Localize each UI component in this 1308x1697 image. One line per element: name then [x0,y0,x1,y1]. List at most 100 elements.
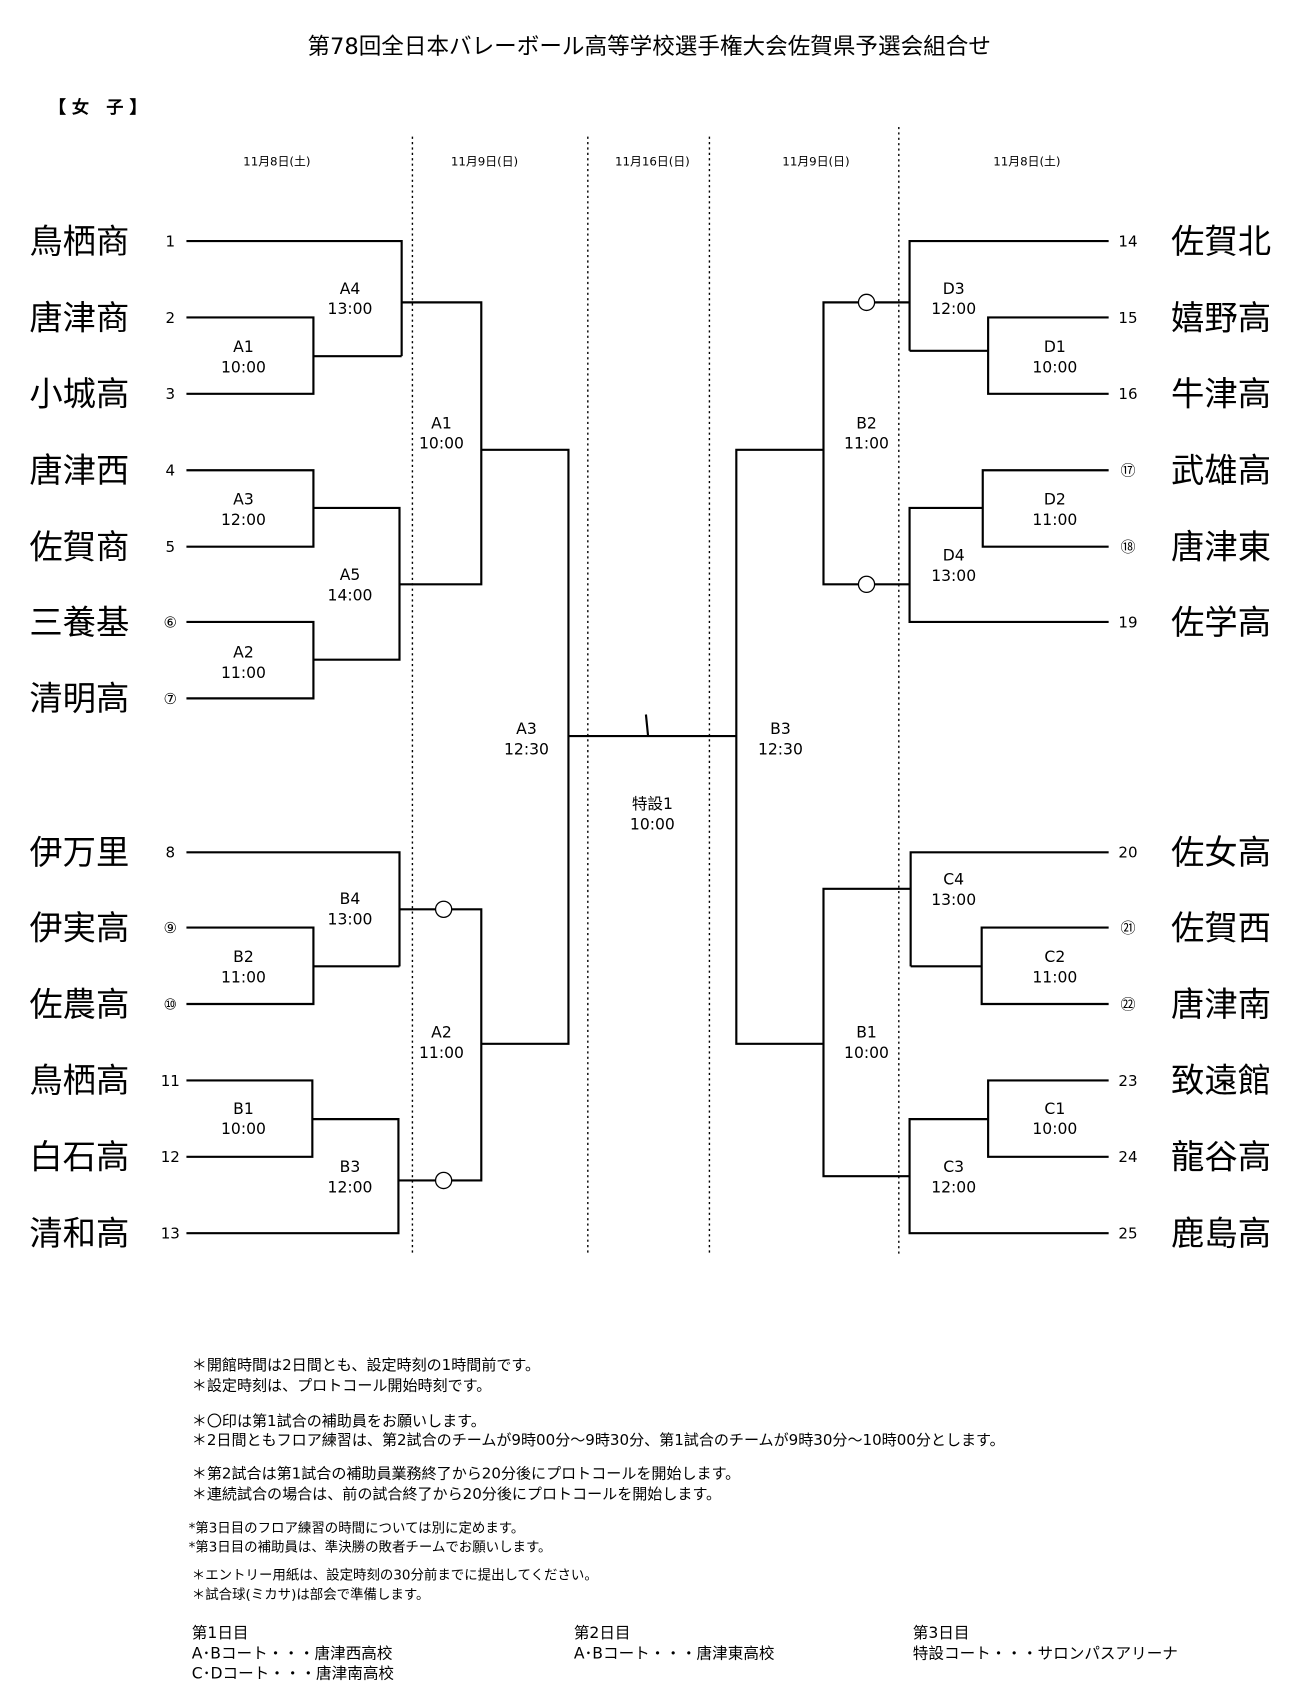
bracket-line [186,239,403,357]
venue-day: 第3日目 [913,1624,970,1642]
date-label: 11月9日(日) [782,155,849,169]
match-code: C2 [1044,948,1065,966]
seed-number: 2 [166,309,176,327]
bracket-line [822,887,911,1178]
bracket-line [313,506,401,661]
seed-number: 11 [161,1072,180,1090]
match-code: A3 [516,720,537,738]
bracket-line [186,620,315,700]
bracket-line [908,1118,1109,1235]
seed-number: 13 [161,1225,180,1243]
seed-number: 5 [166,538,176,556]
team-name: 牛津高 [1171,375,1271,414]
team-name: 清明高 [29,679,129,718]
match-time: 13:00 [328,910,373,928]
match-code: A1 [431,414,452,432]
team-name: 佐学高 [1171,603,1271,642]
match-code: C4 [943,871,964,889]
match-time: 12:00 [931,1178,976,1196]
match-code: C1 [1044,1100,1065,1118]
match-code: A5 [340,566,361,584]
match-time: 13:00 [931,567,976,585]
match-code: A2 [431,1023,452,1041]
match-time: 13:00 [931,891,976,909]
match-time: 11:00 [419,1044,464,1062]
team-name: 鹿島高 [1171,1214,1271,1253]
team-name: 三養基 [29,603,129,642]
bracket-line [908,239,1109,351]
team-name: 唐津東 [1171,527,1271,566]
match-code: D2 [1044,491,1066,509]
team-name: 鳥栖高 [29,1061,129,1100]
match-code: 特設1 [632,795,673,813]
match-labels: A413:00A110:00A312:00A514:00A211:00A110:… [221,280,1077,1197]
helper-duty-circle-icon [857,293,876,312]
team-name: 唐津南 [1171,985,1271,1024]
match-code: C3 [943,1158,964,1176]
venue-line: C･Dコート・・・唐津南高校 [192,1665,395,1683]
team-name: 鳥栖商 [29,222,129,261]
match-code: B3 [340,1158,361,1176]
seed-number: ㉑ [1120,919,1135,937]
seed-number: 20 [1118,844,1137,862]
match-time: 10:00 [1032,358,1077,376]
match-code: D4 [943,547,965,565]
bracket-line [481,448,570,1045]
seed-number: 8 [166,844,176,862]
team-name: 佐女高 [1171,833,1271,872]
seed-number: 12 [161,1148,180,1166]
helper-duty-circle-icon [434,1171,453,1190]
bracket-line [987,1079,1109,1158]
match-time: 10:00 [630,816,675,834]
team-name: 小城高 [29,375,129,414]
match-code: A1 [233,338,254,356]
match-time: 10:00 [844,1044,889,1062]
team-name: 白石高 [29,1138,129,1177]
team-name: 佐賀北 [1171,222,1271,261]
note: ＊2日間ともフロア練習は、第2試合のチームが9時00分～9時30分、第1試合のチ… [192,1431,1005,1449]
seed-number: 25 [1118,1225,1137,1243]
team-name: 佐農高 [29,985,129,1024]
match-code: B1 [856,1023,877,1041]
match-code: A3 [233,491,254,509]
venue-day: 第2日目 [574,1624,631,1642]
seed-number: ⑨ [164,919,178,937]
seed-number: 15 [1118,309,1137,327]
match-code: A4 [340,280,361,298]
seed-number: ⑩ [164,995,178,1013]
day-dividers [411,126,900,1254]
date-label: 11月8日(土) [243,155,310,169]
seed-number: 16 [1118,385,1137,403]
seed-number: 23 [1118,1072,1137,1090]
match-code: B4 [340,890,361,908]
bracket-line [987,316,1109,395]
venue-line: 特設コート・・・サロンパスアリーナ [913,1644,1178,1662]
match-time: 12:30 [758,740,803,758]
seed-number: 24 [1118,1148,1137,1166]
match-code: B2 [856,414,877,432]
match-time: 11:00 [221,968,266,986]
team-name: 嬉野高 [1171,298,1271,337]
seed-number: ⑰ [1120,462,1135,480]
match-time: 12:30 [504,740,549,758]
team-name: 龍谷高 [1171,1138,1271,1177]
note: ＊開館時間は2日間とも、設定時刻の1時間前です。 [192,1356,540,1374]
seed-number: 1 [166,232,176,250]
helper-duty-circle-icon [857,575,876,594]
bracket-line [186,1079,314,1158]
team-name: 佐賀西 [1171,908,1271,947]
bracket-line [399,301,483,586]
note: *第3日目の補助員は、準決勝の敗者チームでお願いします。 [189,1539,552,1556]
match-time: 11:00 [844,435,889,453]
seed-number: ㉒ [1120,995,1135,1013]
bracket-lines [186,239,1109,1235]
date-headers: 11月8日(土) 11月9日(日) 11月16日(日) 11月9日(日) 11月… [243,155,1060,169]
match-code: B1 [233,1100,254,1118]
match-time: 10:00 [221,358,266,376]
seed-number: 4 [166,462,176,480]
match-time: 10:00 [221,1120,266,1138]
date-label: 11月16日(日) [615,155,690,169]
bracket-line [908,506,1109,624]
